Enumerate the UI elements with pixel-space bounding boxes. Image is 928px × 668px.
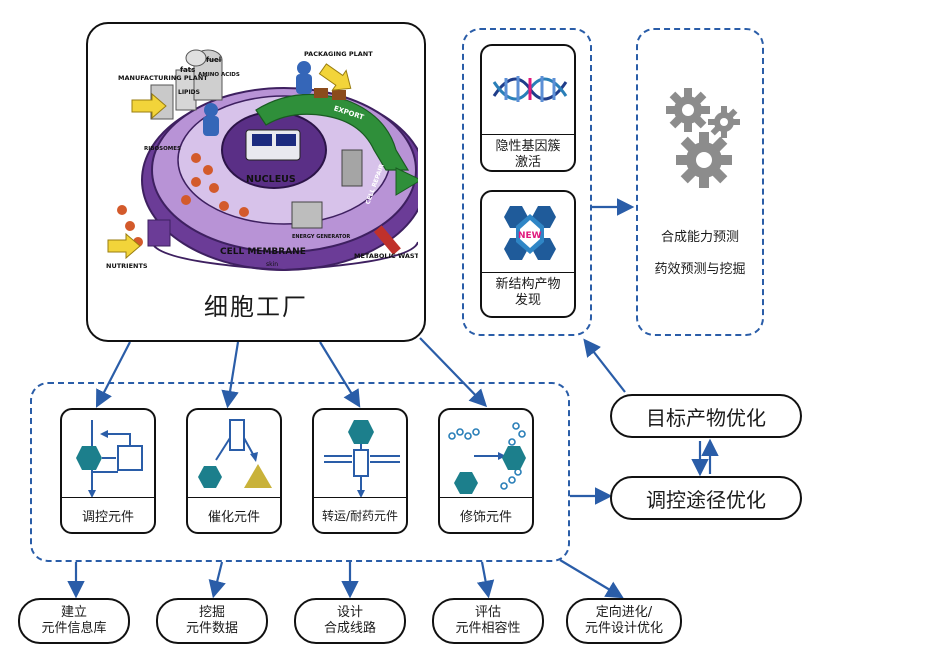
bottom-mine-data: 挖掘 元件数据 bbox=[156, 598, 268, 644]
regulatory-element-label: 调控元件 bbox=[62, 497, 154, 532]
illus-label-fuel: fuel bbox=[206, 56, 221, 64]
illus-label-nutrients: NUTRIENTS bbox=[106, 262, 148, 270]
catalytic-element-card: 催化元件 bbox=[186, 408, 282, 534]
arrow-factory-catalytic bbox=[221, 341, 240, 409]
illus-label-ribosomes: RIBOSOMES bbox=[144, 146, 181, 152]
transport-icon bbox=[324, 420, 400, 498]
bottom-design-circuit: 设计 合成线路 bbox=[294, 598, 406, 644]
arrow-factory-modification bbox=[419, 337, 488, 408]
gears-icon bbox=[666, 88, 740, 188]
arrow-factory-transport bbox=[319, 341, 361, 408]
arrow-target-discovery bbox=[583, 338, 626, 393]
arrow-to-evolution bbox=[559, 559, 624, 599]
bottom-info-library: 建立 元件信息库 bbox=[18, 598, 130, 644]
new-molecule-icon: NEW bbox=[504, 206, 556, 260]
discovery-dashed-group bbox=[462, 28, 592, 336]
illus-label-metabolic: METABOLIC WASTE bbox=[354, 252, 418, 260]
illus-label-nucleus: NUCLEUS bbox=[246, 174, 296, 185]
illus-label-lipids: LIPIDS bbox=[178, 89, 200, 96]
arrow-to-mine-data bbox=[208, 561, 226, 599]
catalytic-icon bbox=[198, 419, 272, 488]
target-product-optimization: 目标产物优化 bbox=[610, 394, 802, 438]
modification-icon bbox=[448, 422, 526, 494]
illus-label-energy: ENERGY GENERATOR bbox=[292, 234, 350, 240]
cell-factory-title: 细胞工厂 bbox=[204, 293, 308, 321]
cell-factory-illustration: MANUFACTURING PLANT PACKAGING PLANT fats… bbox=[106, 49, 418, 272]
illus-label-membrane: CELL MEMBRANE bbox=[220, 247, 306, 257]
regulatory-element-card: 调控元件 bbox=[60, 408, 156, 534]
illus-label-skin: skin bbox=[266, 261, 278, 268]
illus-label-amino: AMINO ACIDS bbox=[198, 72, 240, 78]
elements-dashed-group bbox=[30, 382, 570, 562]
illus-label-packaging: PACKAGING PLANT bbox=[304, 50, 373, 58]
illus-label-fats: fats bbox=[180, 66, 195, 74]
new-badge-text: NEW bbox=[518, 231, 542, 241]
gene-cluster-card: 隐性基因簇 激活 bbox=[480, 44, 576, 172]
bottom-compatibility: 评估 元件相容性 bbox=[432, 598, 544, 644]
prediction-line1: 合成能力预测 bbox=[660, 230, 739, 245]
new-structure-card: NEW 新结构产物 发现 bbox=[480, 190, 576, 318]
prediction-line2: 药效预测与挖掘 bbox=[654, 262, 746, 277]
pathway-optimization: 调控途径优化 bbox=[610, 476, 802, 520]
catalytic-element-label: 催化元件 bbox=[188, 497, 280, 532]
transport-element-card: 转运/耐药元件 bbox=[312, 408, 408, 534]
regulatory-icon bbox=[76, 420, 143, 498]
arrow-factory-regulatory bbox=[95, 341, 131, 408]
modification-element-label: 修饰元件 bbox=[440, 497, 532, 532]
dna-icon bbox=[492, 76, 568, 102]
gene-cluster-label: 隐性基因簇 激活 bbox=[482, 134, 574, 172]
prediction-dashed-group bbox=[636, 28, 764, 336]
transport-element-label: 转运/耐药元件 bbox=[314, 497, 406, 532]
bottom-directed-evolution: 定向进化/ 元件设计优化 bbox=[566, 598, 682, 644]
cell-factory-box: MANUFACTURING PLANT PACKAGING PLANT fats… bbox=[86, 22, 426, 342]
modification-element-card: 修饰元件 bbox=[438, 408, 534, 534]
new-structure-label: 新结构产物 发现 bbox=[482, 272, 574, 310]
illus-label-manufacturing: MANUFACTURING PLANT bbox=[118, 74, 208, 82]
arrow-to-compatibility bbox=[476, 561, 495, 599]
